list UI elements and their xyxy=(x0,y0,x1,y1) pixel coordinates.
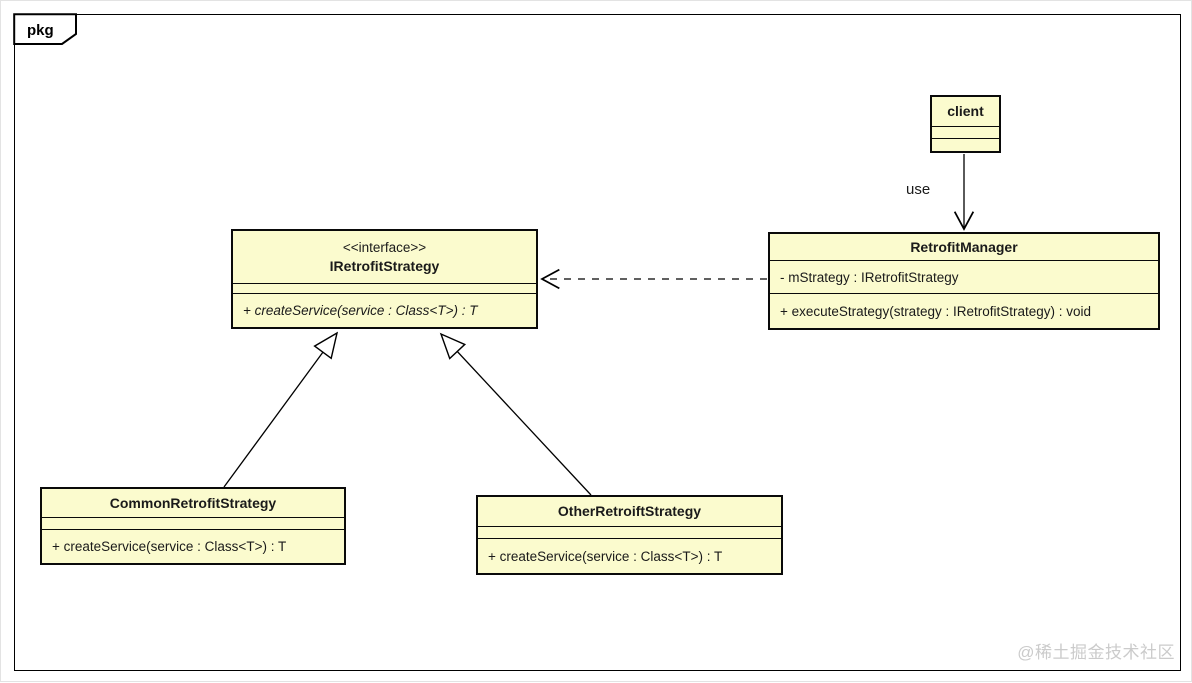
interface-attrs-empty xyxy=(233,283,536,293)
edge-label-use: use xyxy=(906,181,931,198)
package-tab xyxy=(13,13,77,45)
interface-title-block: <<interface>> IRetrofitStrategy xyxy=(233,231,536,283)
class-client-methods-empty xyxy=(932,138,999,151)
class-common-methods: + createService(service : Class<T>) : T xyxy=(42,529,344,563)
method-create-service-abstract: + createService(service : Class<T>) : T xyxy=(243,303,478,318)
class-other-retroift-strategy: OtherRetroiftStrategy + createService(se… xyxy=(476,495,783,575)
interface-iretrofit-strategy: <<interface>> IRetrofitStrategy + create… xyxy=(231,229,538,329)
class-common-title: CommonRetrofitStrategy xyxy=(109,494,277,511)
class-retrofit-manager-methods: + executeStrategy(strategy : IRetrofitSt… xyxy=(770,293,1158,328)
interface-stereotype: <<interface>> xyxy=(342,240,427,256)
class-retrofit-manager-title: RetrofitManager xyxy=(910,238,1018,255)
interface-name: IRetrofitStrategy xyxy=(329,257,440,274)
method-execute-strategy: + executeStrategy(strategy : IRetrofitSt… xyxy=(780,303,1092,319)
package-tab-label: pkg xyxy=(27,22,54,39)
class-client-attrs-empty xyxy=(932,126,999,138)
class-client-title: client xyxy=(947,103,984,120)
class-retrofit-manager: RetrofitManager - mStrategy : IRetrofitS… xyxy=(768,232,1160,330)
package-tab-shape xyxy=(13,13,77,45)
class-other-title: OtherRetroiftStrategy xyxy=(557,503,702,520)
interface-methods: + createService(service : Class<T>) : T xyxy=(233,293,536,327)
package-frame xyxy=(14,14,1181,671)
class-client: client xyxy=(930,95,1001,153)
class-common-retrofit-strategy: CommonRetrofitStrategy + createService(s… xyxy=(40,487,346,565)
class-retrofit-manager-attrs: - mStrategy : IRetrofitStrategy xyxy=(770,260,1158,293)
method-create-service-other: + createService(service : Class<T>) : T xyxy=(488,548,723,564)
attribute-mstrategy: - mStrategy : IRetrofitStrategy xyxy=(780,269,959,285)
class-other-attrs-empty xyxy=(478,526,781,538)
method-create-service-common: + createService(service : Class<T>) : T xyxy=(52,539,287,554)
class-other-methods: + createService(service : Class<T>) : T xyxy=(478,538,781,573)
class-common-attrs-empty xyxy=(42,517,344,529)
watermark: @稀土掘金技术社区 xyxy=(1017,643,1175,662)
